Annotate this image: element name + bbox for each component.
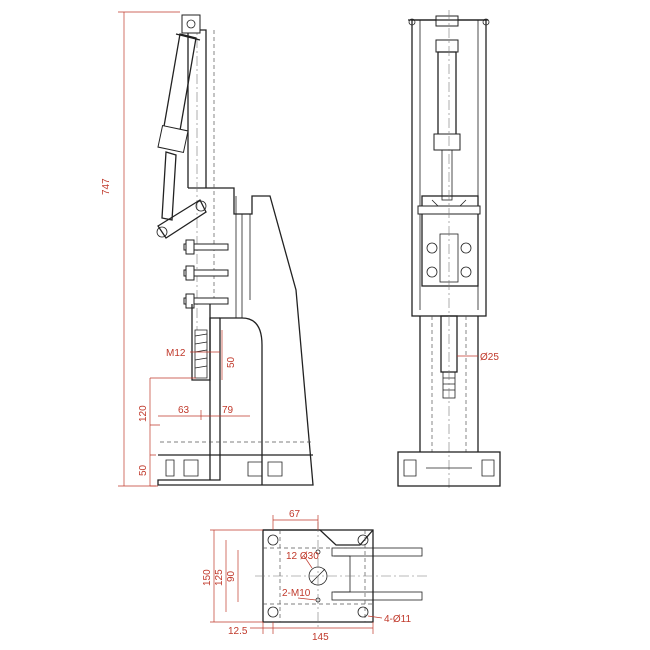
dim-plate-width: 145 bbox=[312, 632, 329, 643]
bolt-3 bbox=[183, 297, 229, 305]
dim-leader-bore bbox=[303, 555, 313, 569]
bolt-1 bbox=[183, 243, 229, 251]
dim-thread: M12 bbox=[166, 348, 186, 359]
cylinder-body bbox=[161, 33, 197, 143]
frame-outline bbox=[157, 187, 314, 486]
cylinder-head bbox=[157, 124, 189, 154]
dim-hole-offset: 67 bbox=[289, 509, 301, 520]
dim-overall-height: 747 bbox=[101, 178, 112, 195]
plate-hole-3 bbox=[267, 606, 279, 618]
dim-plate-mid: 125 bbox=[214, 569, 225, 586]
nut-3 bbox=[185, 293, 195, 309]
front-base bbox=[397, 451, 501, 487]
front-view bbox=[397, 10, 501, 490]
nut-1 bbox=[185, 239, 195, 255]
front-pin-2 bbox=[460, 242, 472, 254]
dim-line-edge bbox=[250, 622, 274, 634]
front-cylinder bbox=[437, 51, 457, 137]
frame-throat bbox=[209, 317, 220, 480]
dim-plate-taps: 2-M10 bbox=[282, 588, 311, 599]
plate-arm-bottom bbox=[331, 591, 423, 601]
front-rod bbox=[441, 149, 453, 201]
front-top-left-pin bbox=[408, 18, 416, 26]
ram-tip bbox=[194, 329, 208, 379]
plate-hole-4 bbox=[357, 606, 369, 618]
dim-leader-taps bbox=[297, 597, 317, 601]
dim-throat-height: 120 bbox=[138, 405, 149, 422]
plate-hole-2 bbox=[357, 534, 369, 546]
front-top-block bbox=[435, 15, 459, 27]
front-pin-3 bbox=[426, 266, 438, 278]
piston-rod bbox=[161, 151, 177, 221]
front-column-hidden bbox=[431, 316, 467, 452]
front-linkage bbox=[421, 195, 479, 287]
dim-plate-holes: 4-Ø11 bbox=[384, 614, 411, 625]
front-pin-4 bbox=[460, 266, 472, 278]
frame-ribs bbox=[235, 196, 251, 318]
dim-base-height: 50 bbox=[138, 464, 149, 476]
plate-dimensions: 67 150 125 90 12 Ø30 2-M10 145 12.5 4-Ø1… bbox=[202, 509, 411, 643]
toggle-link bbox=[157, 199, 207, 239]
nut-2 bbox=[185, 265, 195, 281]
ram bbox=[191, 304, 211, 381]
dim-stroke: 50 bbox=[226, 356, 237, 368]
dim-line-overall bbox=[118, 11, 180, 487]
dim-plate-edge: 12.5 bbox=[228, 626, 248, 637]
front-base-slots bbox=[403, 459, 495, 477]
dim-plate-inner: 90 bbox=[226, 570, 237, 582]
base-slots bbox=[165, 459, 283, 477]
side-view bbox=[156, 14, 314, 486]
front-view-dimensions: Ø25 bbox=[457, 352, 499, 363]
dim-plate-bore: 12 Ø30 bbox=[286, 551, 319, 562]
top-pivot-pin bbox=[186, 19, 196, 29]
plate-notch bbox=[263, 529, 374, 546]
plate-arm-top bbox=[331, 547, 423, 557]
dim-throat-left: 63 bbox=[178, 405, 190, 416]
dim-line-throat bbox=[149, 377, 196, 486]
dim-plate-outer: 150 bbox=[202, 569, 213, 586]
bolt-2 bbox=[183, 269, 229, 277]
dim-line-hole-offset bbox=[272, 515, 319, 530]
front-cyl-head bbox=[433, 133, 461, 151]
front-cyl-cap bbox=[435, 39, 459, 53]
ram-thread bbox=[194, 333, 208, 369]
top-pivot bbox=[181, 14, 201, 34]
side-view-dimensions: 747 M12 50 120 63 79 50 bbox=[101, 11, 250, 487]
front-top-right-pin bbox=[482, 18, 490, 26]
link-pin-upper bbox=[195, 200, 207, 212]
dim-ram-diameter: Ø25 bbox=[480, 352, 499, 363]
link-pin-lower bbox=[156, 226, 168, 238]
plate-arm-inner bbox=[334, 555, 351, 593]
plate-centerlines bbox=[255, 522, 430, 630]
dim-leader-holes bbox=[367, 615, 383, 619]
front-pin-1 bbox=[426, 242, 438, 254]
dim-line-stroke bbox=[190, 330, 223, 380]
front-column bbox=[419, 316, 479, 452]
dim-throat-right: 79 bbox=[222, 405, 234, 416]
dim-line-throat-width bbox=[158, 410, 250, 420]
dim-line-plate-outer bbox=[210, 529, 263, 623]
plate-hole-1 bbox=[267, 534, 279, 546]
dim-line-base bbox=[150, 454, 156, 487]
